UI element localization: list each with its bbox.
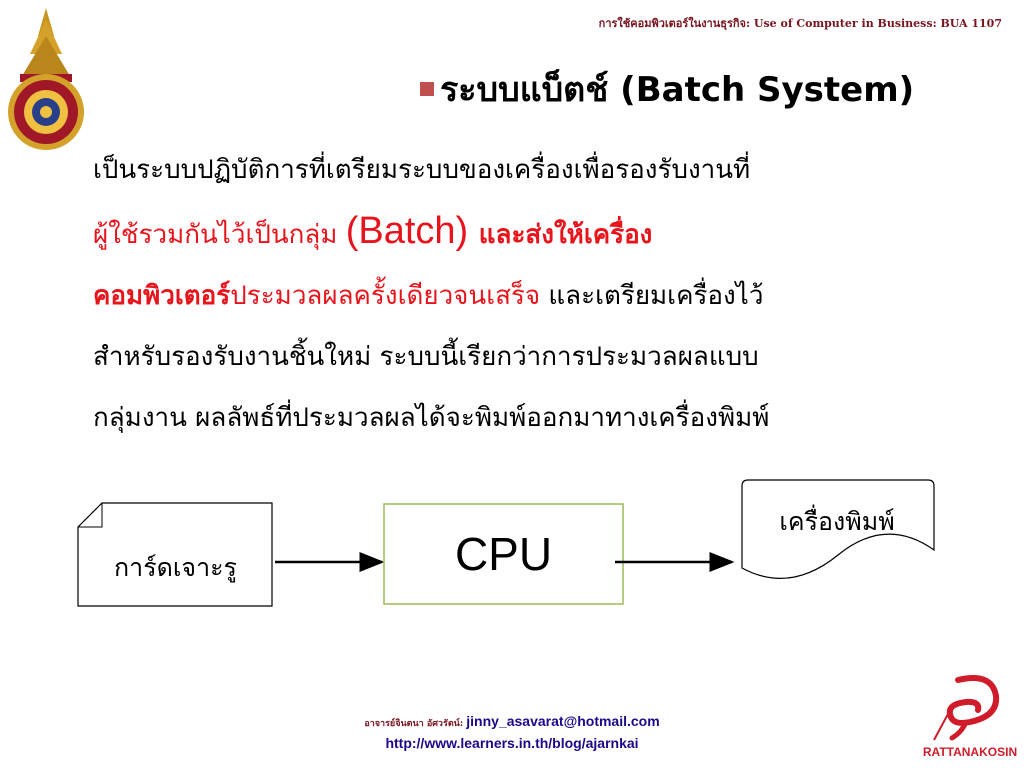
- slide-title: ระบบแบ็ตช์ (Batch System): [420, 62, 1014, 116]
- batch-word: (Batch): [345, 210, 479, 252]
- body-line-3-red: ประมวลผลครั้งเดียวจนเสร็จ: [230, 281, 541, 311]
- cpu-label: CPU: [454, 528, 553, 580]
- body-paragraph: เป็นระบบปฏิบัติการที่เตรียมระบบของเครื่อ…: [93, 140, 973, 449]
- body-line-1: เป็นระบบปฏิบัติการที่เตรียมระบบของเครื่อ…: [93, 155, 751, 185]
- body-line-2-red: ผู้ใช้รวมกันไว้เป็นกลุ่ม: [93, 220, 346, 250]
- university-emblem-icon: [8, 8, 84, 150]
- printer-label: เครื่องพิมพ์: [779, 507, 895, 536]
- body-line-2-bold: และส่งให้เครื่อง: [478, 220, 653, 250]
- instructor-email[interactable]: jinny_asavarat@hotmail.com: [466, 713, 660, 729]
- body-line-3-bold: คอมพิวเตอร์: [93, 281, 231, 311]
- course-header: การใช้คอมพิวเตอร์ในงานธุรกิจ: Use of Com…: [598, 17, 1002, 30]
- svg-text:RATTANAKOSIN: RATTANAKOSIN: [923, 745, 1017, 759]
- body-line-2: ผู้ใช้รวมกันไว้เป็นกลุ่ม (Batch) และส่งใ…: [93, 201, 973, 266]
- rattanakosin-logo-icon: RATTANAKOSIN: [923, 675, 1017, 759]
- body-line-3: คอมพิวเตอร์ประมวลผลครั้งเดียวจนเสร็จ และ…: [93, 266, 973, 327]
- blog-url[interactable]: http://www.learners.in.th/blog/ajarnkai: [385, 735, 639, 751]
- body-line-5: กลุ่มงาน ผลลัพธ์ที่ประมวลผลได้จะพิมพ์ออก…: [93, 403, 770, 433]
- footer: อาจารย์จินตนา อัศวรัตน์: jinny_asavarat@…: [0, 712, 1024, 753]
- slide-title-text: ระบบแบ็ตช์ (Batch System): [440, 70, 915, 110]
- body-line-4: สำหรับรองรับงานชิ้นใหม่ ระบบนี้เรียกว่าก…: [93, 342, 759, 372]
- title-bullet-icon: [420, 82, 434, 96]
- punch-card-label: การ์ดเจาะรู: [114, 553, 237, 582]
- instructor-name: อาจารย์จินตนา อัศวรัตน์:: [364, 719, 467, 729]
- body-line-3-rest: และเตรียมเครื่องไว้: [540, 281, 764, 311]
